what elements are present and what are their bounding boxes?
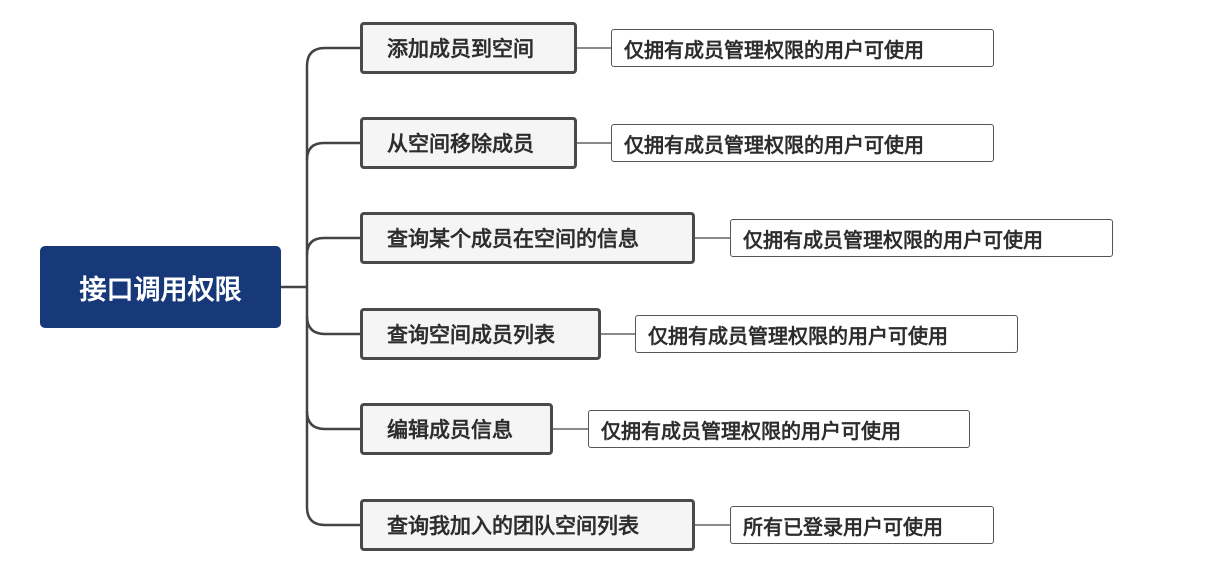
branch-connector-3: [305, 236, 360, 256]
branch-topic-query-member-info[interactable]: 查询某个成员在空间的信息: [360, 212, 695, 264]
note-member-list[interactable]: 仅拥有成员管理权限的用户可使用: [635, 315, 1018, 353]
branch-connector-2: [305, 141, 360, 161]
trunk-line: [305, 46, 326, 527]
root-topic[interactable]: 接口调用权限: [40, 246, 281, 328]
branch-topic-remove-member[interactable]: 从空间移除成员: [360, 117, 577, 169]
note-my-team-spaces[interactable]: 所有已登录用户可使用: [730, 506, 994, 544]
note-query-member-info[interactable]: 仅拥有成员管理权限的用户可使用: [730, 219, 1113, 257]
note-add-member[interactable]: 仅拥有成员管理权限的用户可使用: [611, 29, 994, 67]
branch-connector-4: [305, 315, 360, 336]
branch-topic-add-member[interactable]: 添加成员到空间: [360, 22, 577, 74]
branch-connector-5: [305, 410, 360, 431]
branch-topic-my-team-spaces[interactable]: 查询我加入的团队空间列表: [360, 499, 695, 551]
branch-topic-edit-member[interactable]: 编辑成员信息: [360, 403, 553, 455]
branch-topic-member-list[interactable]: 查询空间成员列表: [360, 308, 601, 360]
note-remove-member[interactable]: 仅拥有成员管理权限的用户可使用: [611, 124, 994, 162]
note-edit-member[interactable]: 仅拥有成员管理权限的用户可使用: [588, 410, 970, 448]
